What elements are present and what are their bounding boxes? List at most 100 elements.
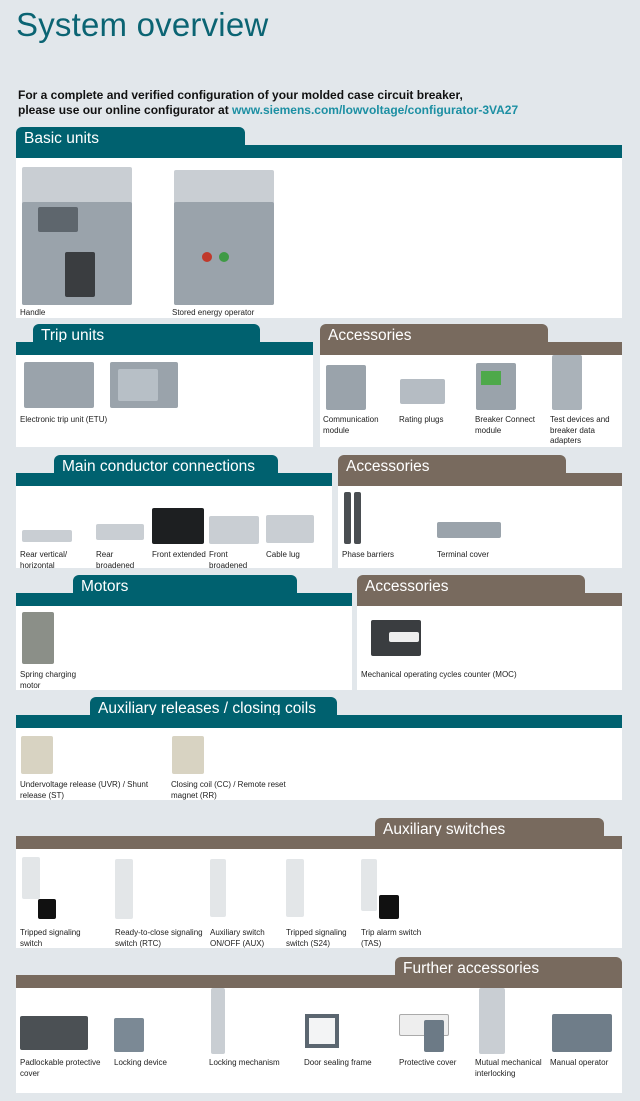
stored-energy-operator-image <box>172 162 292 305</box>
intro-line-2: please use our online configurator at <box>18 103 233 117</box>
section-panel: Electronic trip unit (ETU) <box>16 355 313 447</box>
product-front-broadened[interactable]: Front broadened <box>209 490 263 571</box>
product-terminal-cover[interactable]: Terminal cover <box>437 490 517 561</box>
page-title: System overview <box>16 6 269 43</box>
product-s24[interactable]: Tripped signaling switch (S24) <box>286 853 361 949</box>
product-label: Rating plugs <box>399 415 444 424</box>
product-label: Undervoltage release (UVR) / Shunt relea… <box>20 780 149 800</box>
product-cable-lug[interactable]: Cable lug <box>266 490 326 561</box>
product-test-devices[interactable]: Test devices and breaker data adapters <box>550 355 620 447</box>
section-panel: Rear vertical/ horizontal Rear broadened… <box>16 486 332 571</box>
product-breaker-connect-module[interactable]: Breaker Connect module <box>475 359 547 436</box>
product-door-sealing-frame[interactable]: Door sealing frame <box>304 992 394 1069</box>
product-mutual-interlocking[interactable]: Mutual mechanical interlocking <box>475 988 545 1079</box>
product-label: Front extended <box>152 550 206 559</box>
product-protective-cover[interactable]: Protective cover <box>399 992 469 1069</box>
product-locking-mechanism[interactable]: Locking mechanism <box>209 988 299 1069</box>
section-bar <box>338 473 622 486</box>
product-label: Tripped signaling switch (S24) <box>286 928 347 948</box>
section-motors: Motors Spring charging motor <box>16 575 352 690</box>
product-label: Trip alarm switch (TAS) <box>361 928 422 948</box>
product-moc[interactable]: Mechanical operating cycles counter (MOC… <box>361 610 561 681</box>
product-label: Tripped signaling switch <box>20 928 81 948</box>
product-label: Locking mechanism <box>209 1058 280 1067</box>
product-front-extended[interactable]: Front extended <box>152 490 206 561</box>
section-panel: Communication module Rating plugs Breake… <box>320 355 622 447</box>
product-label: Locking device <box>114 1058 167 1067</box>
product-rear-broadened[interactable]: Rear broadened <box>96 490 146 571</box>
rtc-image <box>115 853 205 925</box>
product-padlockable-cover[interactable]: Padlockable protective cover <box>20 992 110 1079</box>
etu-image <box>20 359 180 412</box>
product-label: Cable lug <box>266 550 300 559</box>
product-rear-vertical[interactable]: Rear vertical/ horizontal <box>20 490 90 571</box>
padlockable-cover-image <box>20 992 110 1055</box>
section-bar <box>16 145 622 158</box>
section-trip-accessories: Accessories Communication module Rating … <box>320 324 622 447</box>
manual-operator-image <box>550 992 620 1055</box>
product-tripped-signaling-switch[interactable]: Tripped signaling switch <box>20 853 105 949</box>
product-rating-plugs[interactable]: Rating plugs <box>399 359 469 426</box>
section-basic-units: Basic units Handle Stored energy operato… <box>16 127 622 318</box>
s24-image <box>286 853 361 925</box>
uvr-image <box>20 732 160 777</box>
section-bar <box>16 342 313 355</box>
section-motor-accessories: Accessories Mechanical operating cycles … <box>357 575 622 690</box>
product-label: Handle <box>20 308 46 317</box>
product-closing-coil[interactable]: Closing coil (CC) / Remote reset magnet … <box>171 732 311 801</box>
terminal-cover-image <box>437 490 517 547</box>
section-panel: Mechanical operating cycles counter (MOC… <box>357 606 622 690</box>
section-panel: Spring charging motor <box>16 606 352 690</box>
product-etu[interactable]: Electronic trip unit (ETU) <box>20 359 180 426</box>
locking-device-image <box>114 992 194 1055</box>
intro-line-1: For a complete and verified configuratio… <box>18 88 463 102</box>
product-uvr[interactable]: Undervoltage release (UVR) / Shunt relea… <box>20 732 160 801</box>
section-bar <box>16 836 622 849</box>
section-aux-switches: Auxiliary switches Tripped signaling swi… <box>16 818 622 948</box>
section-aux-releases: Auxiliary releases / closing coils Under… <box>16 697 622 800</box>
product-tas[interactable]: Trip alarm switch (TAS) <box>361 853 436 949</box>
configurator-link[interactable]: www.siemens.com/lowvoltage/configurator-… <box>232 103 519 117</box>
product-label: Mechanical operating cycles counter (MOC… <box>361 670 517 679</box>
product-label: Test devices and breaker data adapters <box>550 415 610 445</box>
product-label: Terminal cover <box>437 550 490 559</box>
section-bar <box>320 342 622 355</box>
intro-text: For a complete and verified configuratio… <box>18 88 518 118</box>
section-bar <box>16 473 332 486</box>
product-label: Rear vertical/ horizontal <box>20 550 68 570</box>
section-panel: Padlockable protective cover Locking dev… <box>16 988 622 1093</box>
product-rtc[interactable]: Ready-to-close signaling switch (RTC) <box>115 853 205 949</box>
front-extended-image <box>152 490 206 547</box>
product-aux[interactable]: Auxiliary switch ON/OFF (AUX) <box>210 853 285 949</box>
product-label: Auxiliary switch ON/OFF (AUX) <box>210 928 265 948</box>
product-label: Breaker Connect module <box>475 415 536 435</box>
product-label: Closing coil (CC) / Remote reset magnet … <box>171 780 286 800</box>
spring-motor-image <box>20 610 90 667</box>
section-main-conductor: Main conductor connections Rear vertical… <box>16 455 332 571</box>
product-label: Communication module <box>323 415 379 435</box>
rear-broadened-image <box>96 490 146 547</box>
section-panel: Tripped signaling switch Ready-to-close … <box>16 849 622 948</box>
product-spring-charging-motor[interactable]: Spring charging motor <box>20 610 90 691</box>
product-handle[interactable]: Handle <box>20 162 140 319</box>
section-bar <box>16 715 622 728</box>
product-label: Electronic trip unit (ETU) <box>20 415 108 424</box>
tripped-switch-image <box>20 853 105 925</box>
tas-image <box>361 853 436 925</box>
product-label: Padlockable protective cover <box>20 1058 101 1078</box>
moc-image <box>361 610 561 667</box>
product-locking-device[interactable]: Locking device <box>114 992 194 1069</box>
product-label: Front broadened <box>209 550 248 570</box>
product-label: Rear broadened <box>96 550 135 570</box>
breaker-connect-image <box>475 359 547 412</box>
product-label: Protective cover <box>399 1058 457 1067</box>
rating-plugs-image <box>399 359 469 412</box>
product-label: Manual operator <box>550 1058 609 1067</box>
product-phase-barriers[interactable]: Phase barriers <box>342 490 422 561</box>
product-communication-module[interactable]: Communication module <box>323 359 393 436</box>
aux-image <box>210 853 285 925</box>
product-manual-operator[interactable]: Manual operator <box>550 992 620 1069</box>
section-panel: Handle Stored energy operator <box>16 158 622 318</box>
product-stored-energy-operator[interactable]: Stored energy operator <box>172 162 292 319</box>
product-label: Mutual mechanical interlocking <box>475 1058 542 1078</box>
